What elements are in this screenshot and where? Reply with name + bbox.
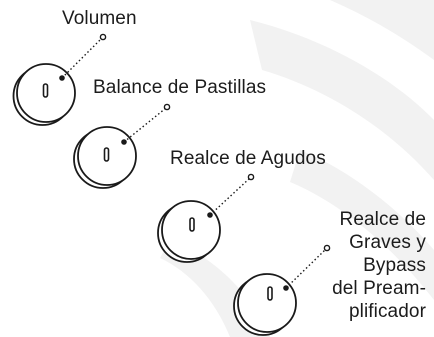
- volume-label: Volumen: [62, 8, 137, 29]
- bass-boost-leader-line: [283, 244, 331, 291]
- pickup-balance-knob: [73, 126, 137, 189]
- bass-boost-label: Realce de Graves y Bypass del Pream- pli…: [316, 208, 426, 323]
- bass-boost-label-line-1: Realce de: [339, 209, 426, 230]
- treble-boost-leader-line: [207, 173, 255, 218]
- treble-boost-knob: [157, 200, 221, 263]
- bass-boost-label-line-4: del Pream-: [332, 278, 426, 299]
- pickup-balance-leader-line: [121, 103, 171, 145]
- treble-boost-label: Realce de Agudos: [170, 148, 326, 169]
- bass-boost-knob: [233, 273, 297, 336]
- bass-boost-label-line-2: Graves y: [349, 232, 426, 253]
- volume-knob: [12, 63, 76, 126]
- pickup-balance-label: Balance de Pastillas: [93, 77, 267, 98]
- volume-leader-line: [59, 33, 107, 81]
- bass-boost-label-line-3: Bypass: [363, 255, 426, 276]
- bass-boost-label-line-5: plificador: [348, 301, 426, 322]
